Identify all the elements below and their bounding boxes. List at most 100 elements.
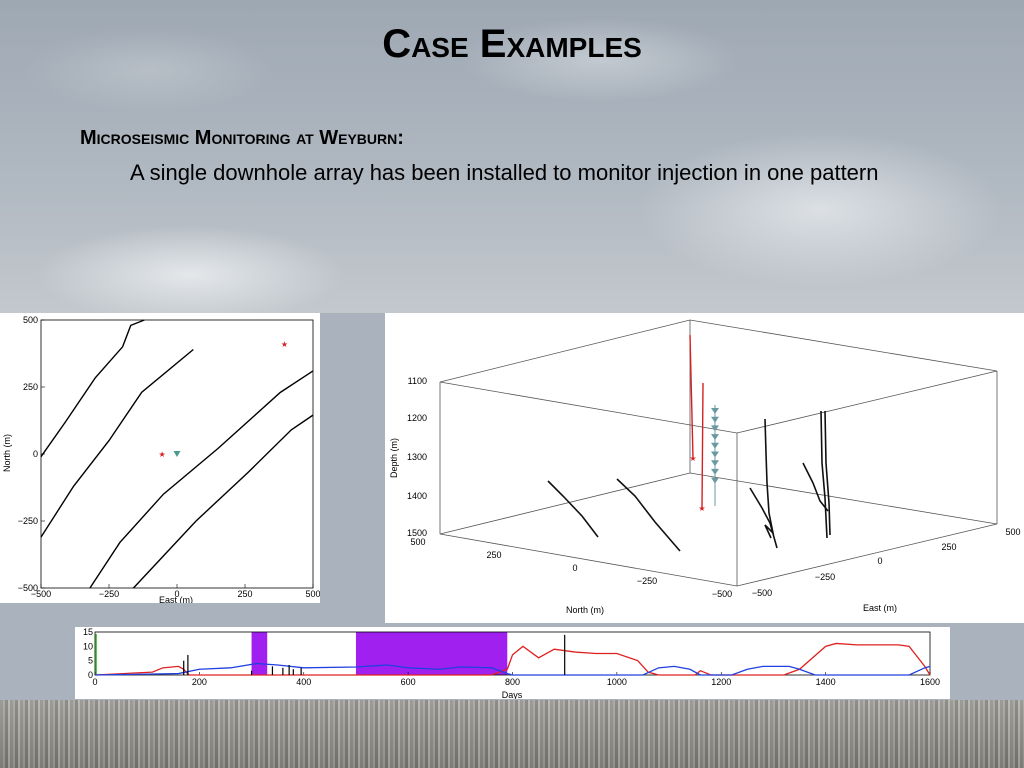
east-label: East (m)	[863, 603, 897, 613]
timeline-xlabel: Days	[502, 690, 523, 699]
well-trace	[616, 478, 681, 552]
box-bottom-front	[439, 523, 998, 587]
map-line	[132, 414, 314, 589]
well-trace	[802, 462, 829, 512]
box-top-edge	[439, 319, 998, 434]
north-tick: 250	[486, 550, 501, 560]
timeline-shaded-periods	[251, 632, 508, 675]
sky-background	[0, 0, 1024, 313]
timeline-ytick-label: 10	[83, 641, 93, 651]
map-xtick-label: 250	[237, 589, 252, 599]
depth-ticks: 1100 1200 1300 1400 1500	[407, 376, 427, 538]
depth-tick: 1300	[407, 452, 427, 462]
map-xtick-label: 500	[305, 589, 320, 599]
timeline-ytick-label: 0	[88, 670, 93, 680]
injector-wells	[689, 334, 704, 509]
body-bullet: A single downhole array has been install…	[130, 160, 879, 185]
east-tick: 0	[877, 556, 882, 566]
depth-tick: 1100	[408, 376, 427, 386]
receiver-triangle	[711, 408, 719, 414]
map-ytick-label: 250	[23, 382, 38, 392]
slide-body-text: A single downhole array has been install…	[130, 158, 930, 188]
map-xtick-label: 0	[174, 589, 179, 599]
perspective-chart: 1100 1200 1300 1400 1500 Depth (m) 500 2…	[389, 319, 1021, 615]
grass-background	[0, 700, 1024, 768]
map-ytick-label: −250	[18, 516, 38, 526]
injector-line	[689, 334, 694, 459]
timeline-xtick-label: 1000	[607, 677, 627, 687]
perspective-box	[439, 319, 998, 587]
map-markers: ★★	[158, 340, 288, 459]
map-ytick-label: −500	[18, 583, 38, 593]
map-line	[40, 348, 194, 538]
north-label: North (m)	[566, 605, 604, 615]
shaded-period	[251, 632, 268, 675]
source-star-marker: ★	[698, 504, 705, 513]
well-trace	[824, 410, 831, 536]
north-tick: −500	[712, 589, 732, 599]
perspective-figure: 1100 1200 1300 1400 1500 Depth (m) 500 2…	[385, 313, 1024, 623]
north-ticks: 500 250 0 −250 −500	[410, 537, 732, 599]
receiver-triangle	[711, 477, 719, 484]
timeline-series	[94, 642, 931, 676]
timeline-xtick-label: 1400	[816, 677, 836, 687]
timeline-xtick-label: 1600	[920, 677, 940, 687]
timeline-xtick-label: 1200	[711, 677, 731, 687]
timeline-ytick-label: 15	[83, 627, 93, 637]
source-star-marker: ★	[158, 450, 165, 459]
east-tick: 250	[941, 542, 956, 552]
timeline-xtick-label: 600	[401, 677, 416, 687]
east-tick: −500	[752, 588, 772, 598]
box-bottom-back	[439, 472, 998, 535]
slide-title: Case Examples	[382, 22, 642, 66]
well-trace	[764, 418, 775, 539]
slide-subheading: Microseismic Monitoring at Weyburn:	[80, 127, 404, 149]
depth-tick: 1200	[407, 413, 427, 423]
map-xtick-label: −250	[99, 589, 119, 599]
timeline-ytick-label: 5	[88, 656, 93, 666]
receiver-triangle	[711, 468, 719, 475]
east-ticks: 500 250 0 −250 −500	[752, 527, 1021, 598]
map-xtick-label: −500	[31, 589, 51, 599]
east-tick: −250	[815, 572, 835, 582]
timeline-xtick-label: 400	[296, 677, 311, 687]
map-line	[89, 370, 314, 589]
map-ylabel: North (m)	[2, 434, 12, 472]
map-ytick-label: 500	[23, 315, 38, 325]
depth-label: Depth (m)	[389, 438, 399, 478]
receiver-triangle	[711, 416, 719, 423]
timeline-blue-line	[94, 662, 931, 676]
source-star-marker: ★	[281, 340, 288, 349]
map-xlabel: East (m)	[159, 595, 193, 603]
map-line	[40, 319, 145, 458]
north-tick: −250	[637, 576, 657, 586]
well-trace	[820, 410, 828, 539]
receiver-triangle	[711, 442, 719, 449]
timeline-events	[183, 634, 566, 675]
receiver-triangle	[711, 425, 719, 432]
map-axes: −500 −250 0 250 500 500 250 0 −250 −500	[18, 315, 321, 599]
receiver-array	[711, 408, 719, 484]
depth-tick: 1400	[407, 491, 427, 501]
source-star-marker: ★	[689, 454, 696, 463]
array-triangle-marker	[173, 451, 181, 457]
map-series	[40, 319, 314, 589]
north-tick: 500	[410, 537, 425, 547]
timeline-xtick-label: 0	[92, 677, 97, 687]
timeline-red-line	[94, 642, 931, 676]
well-trace	[749, 487, 778, 549]
receiver-triangle	[711, 434, 719, 441]
receiver-triangle	[711, 451, 719, 458]
injector-line	[701, 382, 704, 509]
east-tick: 500	[1005, 527, 1020, 537]
timeline-xtick-label: 800	[505, 677, 520, 687]
depth-tick: 1500	[407, 528, 427, 538]
north-tick: 0	[572, 563, 577, 573]
receiver-triangle	[711, 460, 719, 467]
well-traces	[547, 410, 831, 552]
map-ytick-label: 0	[33, 449, 38, 459]
